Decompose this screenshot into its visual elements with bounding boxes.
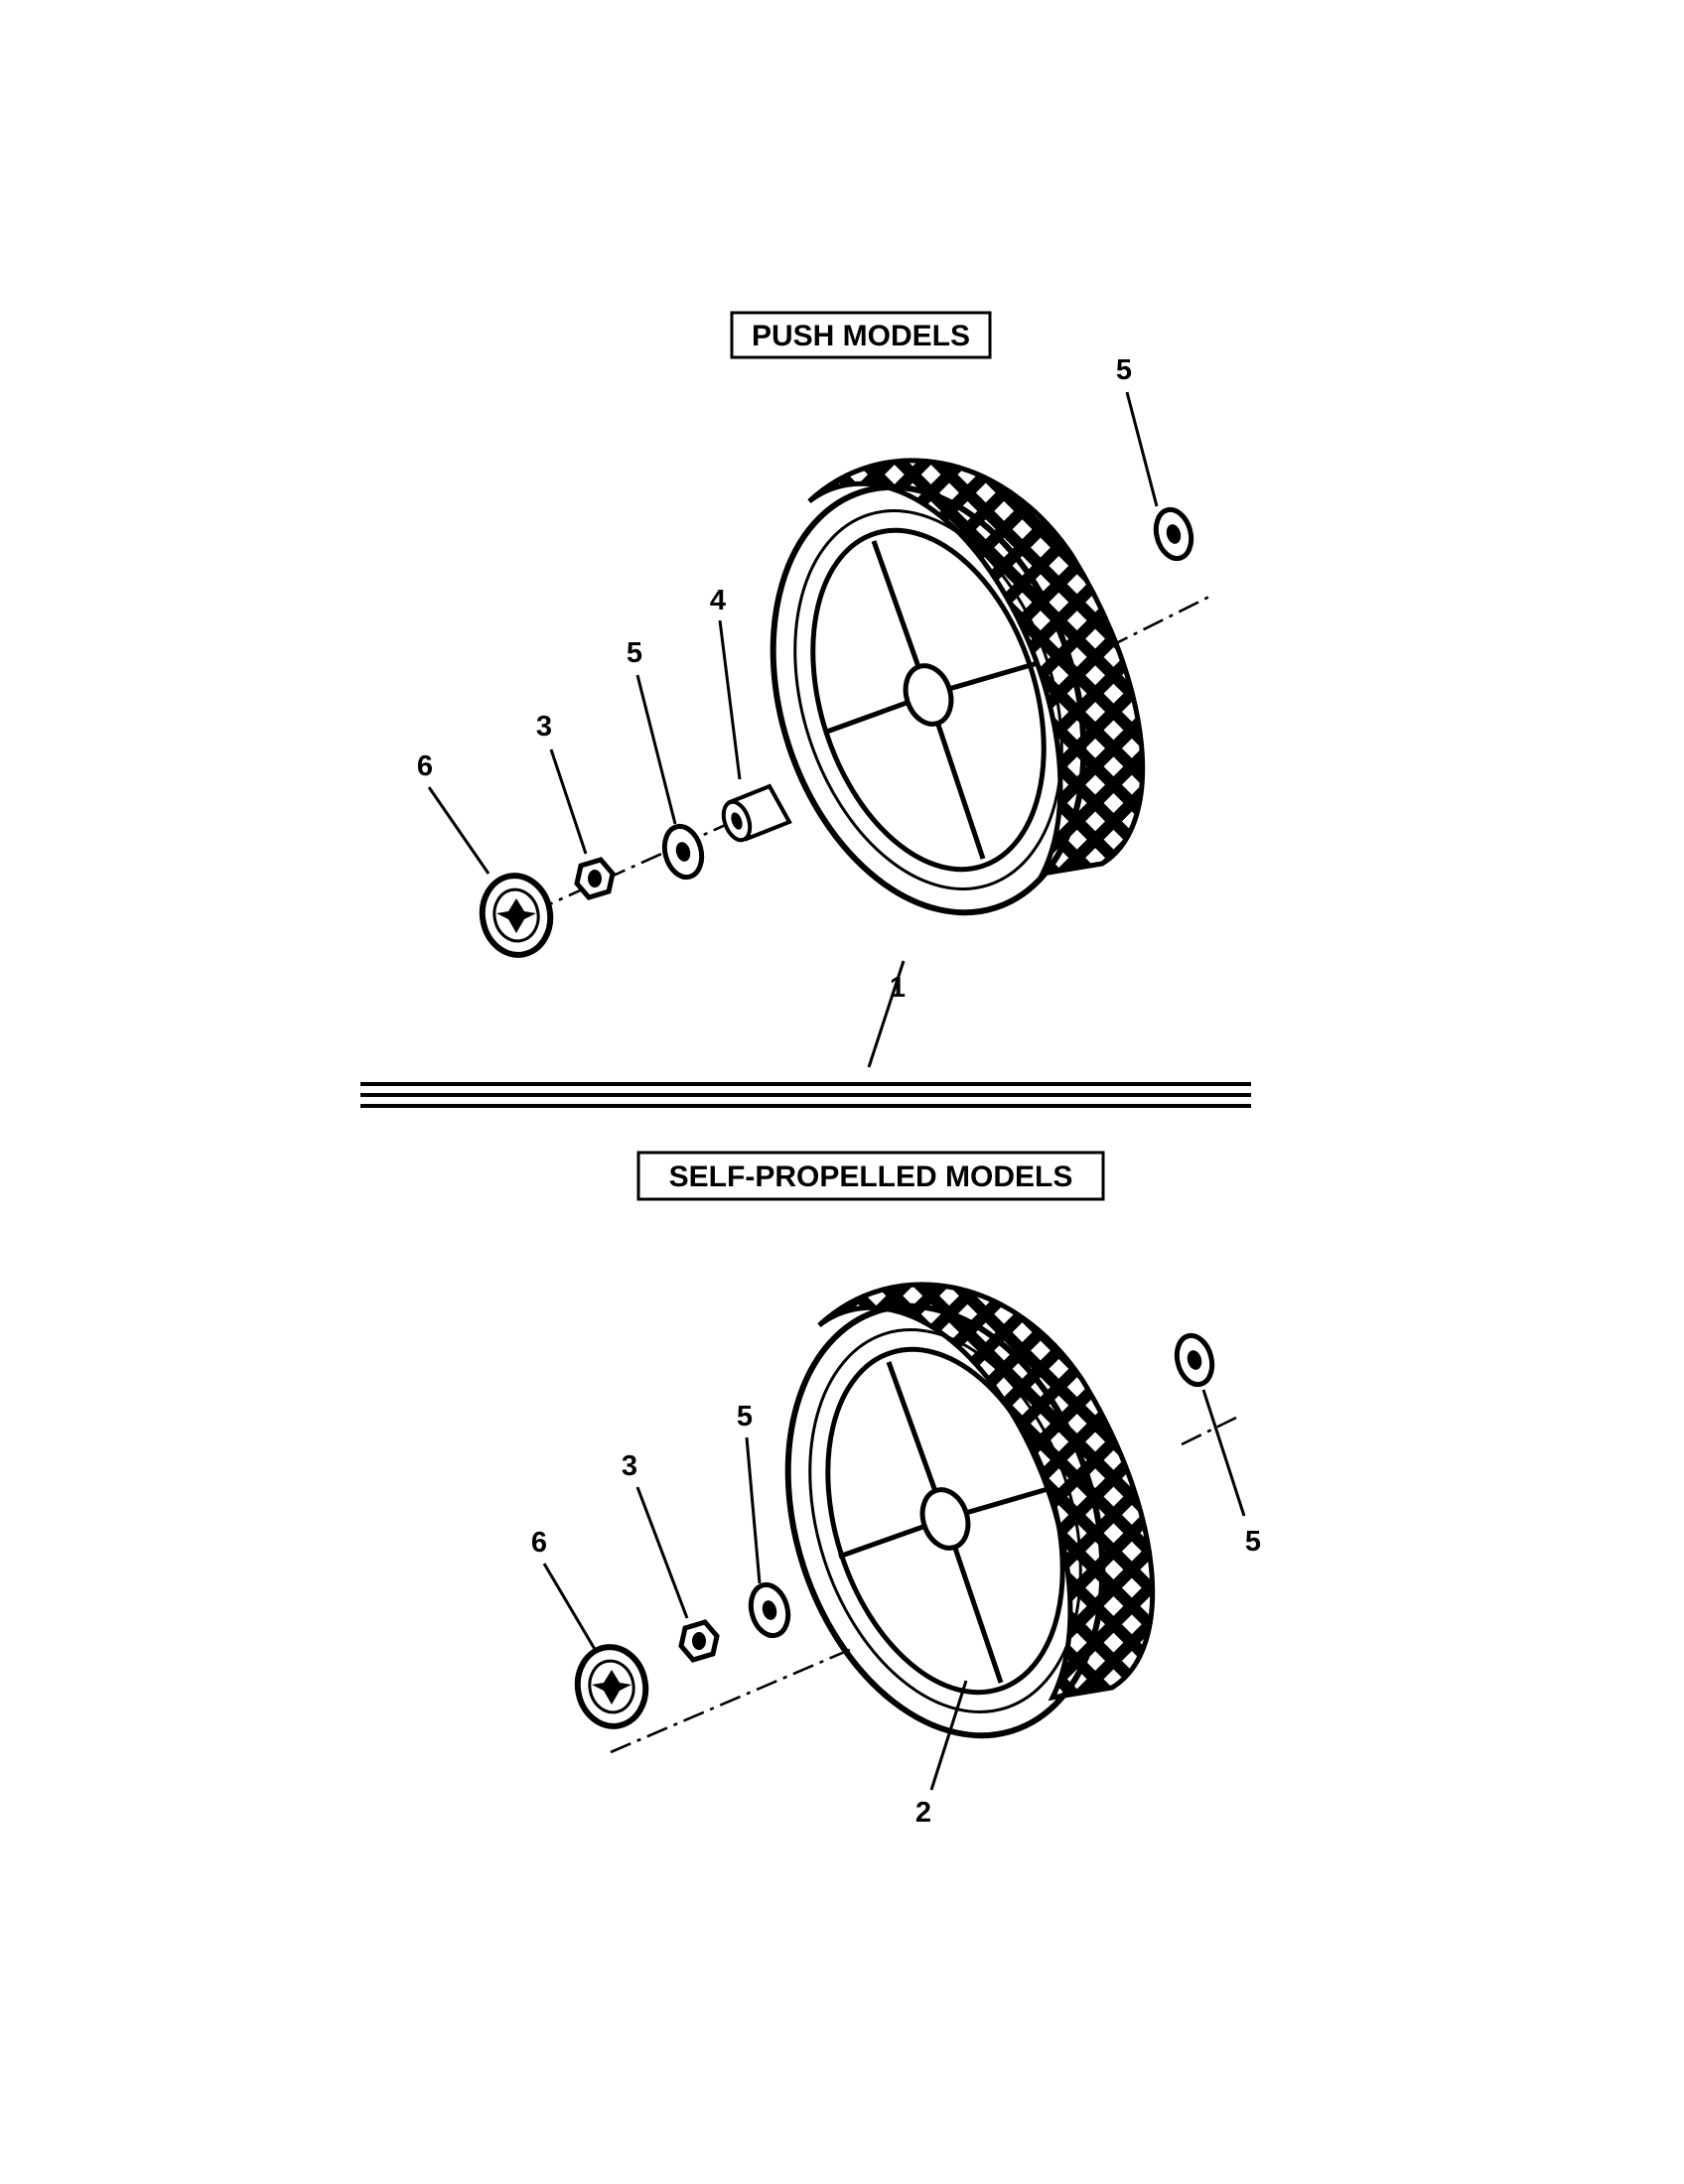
push-wheel-hub [903,663,954,727]
sp-callout-washer-inner: 5 [737,1401,753,1433]
self-propelled-section: SELF-PROPELLED MODELS [531,1151,1261,1829]
sp-washer-inner [748,1581,791,1639]
sp-hubcap [574,1644,649,1729]
sp-tire-tread [817,1282,1156,1702]
sp-callout-wheel: 2 [915,1797,931,1829]
push-models-title: PUSH MODELS [752,320,970,352]
sp-callout-hubcap: 6 [531,1527,547,1559]
push-spacer [721,783,792,843]
sp-callout-nut: 3 [622,1450,637,1482]
push-tire-outer [770,483,1087,916]
push-hubcap [479,873,554,958]
push-washer-inner [661,823,705,881]
self-propelled-title-box: SELF-PROPELLED MODELS [636,1151,1105,1201]
push-tire-tread [807,458,1146,878]
sp-washer-outer [1174,1332,1215,1388]
sp-tire-outer [784,1302,1106,1739]
push-callout-wheel: 1 [890,972,906,1004]
push-callout-nut: 3 [536,711,552,743]
sp-callout-washer-outer: 5 [1245,1526,1261,1558]
push-leader-lines [427,391,1159,1068]
push-callout-spacer: 4 [710,585,726,616]
sp-nut [678,1619,720,1663]
sp-tire-rim [808,1328,1082,1713]
push-nut [574,857,616,900]
push-tire-rim [793,509,1063,890]
push-models-section: PUSH MODELS [417,311,1212,1068]
push-callout-washer-inner: 5 [627,637,642,669]
sp-leader-lines [542,1389,1246,1791]
push-callout-washer-outer: 5 [1116,354,1132,386]
sp-axle-centerline [610,1416,1237,1754]
self-propelled-title: SELF-PROPELLED MODELS [669,1160,1073,1193]
sp-wheel-hub [919,1487,971,1551]
push-callout-hubcap: 6 [417,751,433,782]
sp-wheel [784,1282,1156,1739]
push-models-title-box: PUSH MODELS [730,311,992,359]
push-wheel [770,458,1146,916]
push-washer-outer [1153,506,1194,562]
section-divider [360,1082,1251,1108]
